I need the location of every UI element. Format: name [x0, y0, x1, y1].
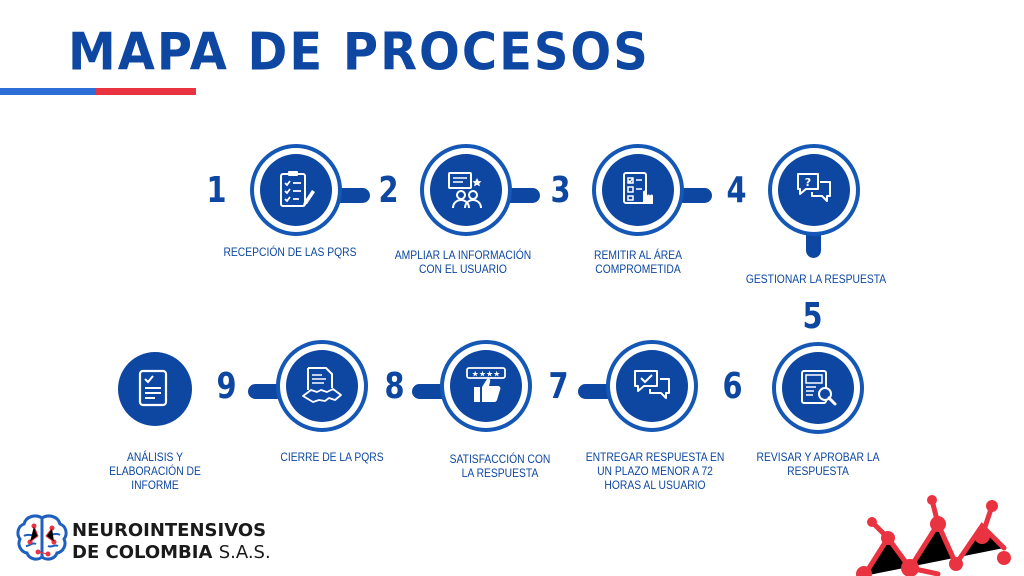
step-5-number: 5 — [802, 296, 823, 337]
step-3-circle — [592, 144, 684, 236]
thumbs-up-stars-icon: ★★★★ — [466, 367, 506, 402]
chat-question-icon: ? — [797, 173, 831, 202]
step-2-label: AMPLIAR LA INFORMACIÓN CON EL USUARIO — [394, 248, 532, 276]
title-underline-red — [96, 88, 196, 95]
step-8-circle — [276, 340, 368, 432]
step-4-label: GESTIONAR LA RESPUESTA — [745, 272, 887, 286]
step-2-number: 2 — [378, 170, 399, 211]
document-search-icon — [801, 370, 837, 406]
company-name-line2: DE COLOMBIA — [72, 542, 213, 563]
checklist-pen-icon — [280, 171, 315, 207]
report-document-icon — [138, 369, 168, 407]
step-5-label: REVISAR Y APROBAR LA RESPUESTA — [756, 450, 880, 478]
presentation-people-icon — [448, 172, 482, 209]
step-2-circle — [420, 144, 512, 236]
step-4-number: 4 — [726, 170, 747, 211]
step-9-label: ANÁLISIS Y ELABORACIÓN DE INFORME — [109, 450, 201, 492]
company-name-line1: NEUROINTENSIVOS — [72, 520, 267, 541]
title-underline-blue — [0, 88, 96, 95]
decorative-network-graphic — [856, 495, 1011, 576]
svg-text:?: ? — [805, 176, 811, 189]
step-7-circle — [440, 340, 532, 432]
step-1-circle — [250, 144, 342, 236]
step-3-label: REMITIR AL ÁREA COMPROMETIDA — [594, 248, 682, 276]
step-6-label: ENTREGAR RESPUESTA EN UN PLAZO MENOR A 7… — [585, 450, 725, 492]
document-hand-icon — [623, 172, 653, 204]
page-title: MAPA DE PROCESOS — [68, 22, 650, 83]
chat-check-icon — [634, 370, 670, 399]
step-1-label: RECEPCIÓN DE LAS PQRS — [223, 245, 357, 259]
neurointensivos-logo — [16, 514, 68, 561]
step-8-number: 8 — [384, 366, 405, 407]
step-1-number: 1 — [206, 170, 227, 211]
step-3-number: 3 — [550, 170, 571, 211]
step-6-number: 6 — [722, 366, 743, 407]
step-8-label: CIERRE DE LA PQRS — [280, 450, 384, 464]
company-name: NEUROINTENSIVOS DE COLOMBIA S.A.S. — [72, 520, 271, 564]
step-7-number: 7 — [548, 366, 569, 407]
handshake-document-icon — [302, 367, 342, 403]
company-suffix: S.A.S. — [218, 542, 271, 563]
step-5-circle — [772, 342, 864, 434]
step-9-number: 9 — [216, 366, 237, 407]
step-7-label: SATISFACCIÓN CON LA RESPUESTA — [449, 452, 551, 480]
svg-text:★★★★: ★★★★ — [472, 370, 501, 379]
